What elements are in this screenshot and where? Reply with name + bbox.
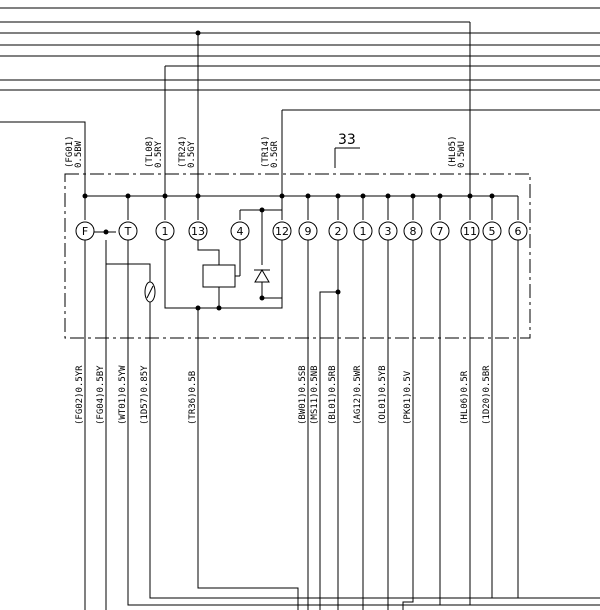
pin-label: 9 [305, 225, 312, 238]
bottom-wire-label: (BL01)0.5RB [328, 365, 338, 425]
bottom-wire-label: (WT01)0.5YW [118, 365, 128, 425]
bottom-wire-label: (1D20)0.5BR [482, 365, 492, 425]
bottom-wire-label: (FG02)0.5YR [75, 365, 85, 425]
harness-lines [0, 7, 600, 123]
top-wire-spec: 0.5BW [74, 140, 84, 168]
pin-label: 6 [515, 225, 522, 238]
bottom-wire-label: (HL06)0.5R [460, 370, 470, 425]
bottom-wire-label: (TR36)0.5B [188, 371, 198, 425]
relay-coil [202, 264, 236, 288]
top-wire-code: (HL05) [448, 135, 458, 168]
bulb [94, 229, 156, 338]
top-wire-spec: 0.5GY [187, 140, 197, 168]
relay-circuit [164, 207, 283, 338]
bottom-wire-label: (OL01)0.5YB [378, 365, 388, 425]
pin-label: 12 [275, 225, 289, 238]
bottom-wire-label: (BW01)0.5SB [298, 365, 308, 425]
top-wire-code: (TR24) [178, 135, 188, 168]
top-wire-spec: 0.5WU [457, 141, 467, 168]
pin-label: 5 [489, 225, 496, 238]
top-feed-wires [0, 22, 518, 220]
pin-label: 3 [385, 225, 392, 238]
pin-label: 8 [410, 225, 417, 238]
pin-label: 4 [237, 225, 244, 238]
diode-icon [254, 269, 270, 283]
bottom-wire-label: (MS11)0.5NB [310, 365, 320, 425]
component-box [64, 173, 531, 339]
exit-wires [84, 338, 600, 610]
component-ref: 33 [338, 132, 356, 148]
top-wire-code: (FG01) [65, 135, 75, 168]
bottom-wire-label: (PK01)0.5V [403, 370, 413, 425]
bottom-wire-labels: (FG02)0.5YR (FG04)0.5BY (WT01)0.5YW (1D5… [75, 365, 492, 425]
pin-label: F [82, 225, 88, 238]
top-wire-spec: 0.5RY [154, 140, 164, 168]
pin-label: 1 [162, 225, 169, 238]
pin-drop-wires [84, 240, 519, 338]
connector-pins: F T 1 13 4 12 9 2 1 3 8 7 11 5 6 [75, 221, 528, 241]
bottom-wire-label: (AG12)0.5WR [353, 365, 363, 425]
pin-label: 7 [437, 225, 444, 238]
pin-label: 11 [463, 225, 477, 238]
top-wire-labels: (FG01) 0.5BW (TL08) 0.5RY (TR24) 0.5GY (… [65, 135, 467, 168]
top-wire-code: (TL08) [145, 135, 155, 168]
top-wire-code: (TR14) [261, 135, 271, 168]
bottom-wire-label: (FG04)0.5BY [96, 365, 106, 425]
pin-label: 1 [360, 225, 367, 238]
top-wire-spec: 0.5GR [270, 140, 280, 168]
pin-label: 2 [335, 225, 342, 238]
pin-label: 13 [191, 225, 205, 238]
bus-junctions [82, 193, 519, 220]
pin-label: T [124, 225, 132, 238]
bottom-wire-label: (1D57)0.85Y [140, 365, 150, 425]
